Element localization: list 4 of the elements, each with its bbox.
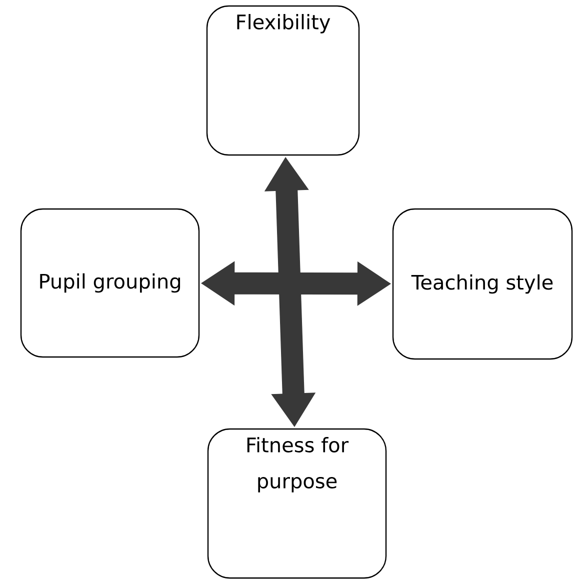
rounded-box: Fitness for purpose: [207, 428, 387, 579]
rounded-box: Pupil grouping: [20, 208, 200, 358]
rounded-box: Teaching style: [392, 208, 573, 360]
rounded-box: Flexibility: [206, 5, 360, 156]
